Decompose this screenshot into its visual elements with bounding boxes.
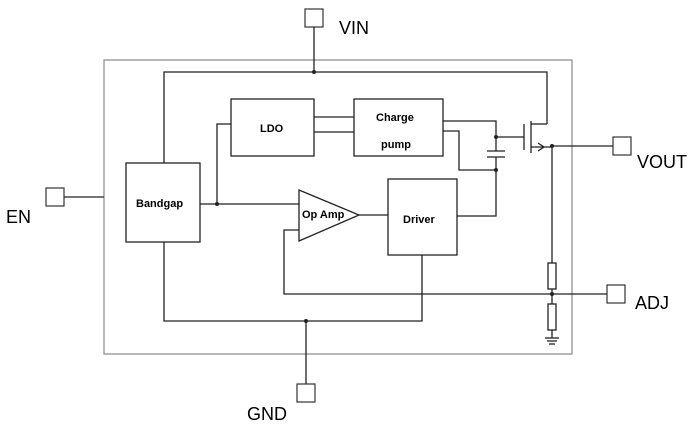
ground-bus bbox=[163, 242, 423, 322]
cp-to-gate-wire bbox=[443, 120, 497, 151]
charge-pump-block: Charge pump bbox=[353, 98, 444, 157]
chip-outline bbox=[103, 59, 573, 355]
adj-label: ADJ bbox=[635, 293, 669, 313]
resistor-bottom bbox=[547, 303, 557, 331]
ground-icon bbox=[545, 337, 559, 345]
vin-pin[interactable]: VIN bbox=[304, 8, 369, 72]
ldo-block: LDO bbox=[230, 98, 315, 157]
gnd-pin[interactable]: GND bbox=[247, 383, 316, 424]
feedback-wire bbox=[283, 229, 607, 295]
gnd-pin-box bbox=[296, 383, 316, 403]
bandgap-junction bbox=[215, 202, 219, 206]
vin-label: VIN bbox=[339, 18, 369, 38]
mosfet bbox=[523, 121, 552, 153]
en-pin[interactable]: EN bbox=[6, 187, 104, 227]
charge-pump-label-line2: pump bbox=[381, 139, 411, 151]
resistor-top bbox=[547, 262, 557, 290]
driver-out-wire bbox=[457, 170, 497, 217]
charge-pump-label-line1: Charge bbox=[376, 112, 414, 124]
resistor-divider bbox=[547, 146, 557, 338]
op-amp-label: Op Amp bbox=[302, 209, 345, 221]
op-amp-block: Op Amp bbox=[298, 189, 361, 242]
bandgap-ldo-wire bbox=[216, 123, 231, 204]
gnd-label: GND bbox=[247, 404, 287, 424]
capacitor bbox=[487, 150, 505, 170]
en-pin-box bbox=[45, 187, 65, 207]
gate-junction bbox=[494, 135, 498, 139]
driver-junction bbox=[494, 168, 498, 172]
ldo-label: LDO bbox=[260, 123, 284, 135]
driver-block: Driver bbox=[387, 178, 458, 256]
adj-junction bbox=[550, 292, 554, 296]
driver-label: Driver bbox=[403, 214, 436, 226]
bandgap-block: Bandgap bbox=[125, 162, 201, 243]
vout-pin[interactable]: VOUT bbox=[552, 136, 687, 172]
vin-pin-box bbox=[304, 8, 324, 28]
adj-pin-box bbox=[606, 284, 626, 304]
cp-to-cap-wire bbox=[443, 130, 496, 171]
adj-pin[interactable]: ADJ bbox=[606, 284, 669, 313]
vout-label: VOUT bbox=[637, 152, 687, 172]
bandgap-label: Bandgap bbox=[136, 198, 183, 210]
gnd-junction bbox=[304, 319, 308, 323]
en-label: EN bbox=[6, 207, 31, 227]
vout-pin-box bbox=[612, 136, 632, 156]
vin-rail bbox=[163, 71, 548, 163]
vin-junction bbox=[312, 70, 316, 74]
